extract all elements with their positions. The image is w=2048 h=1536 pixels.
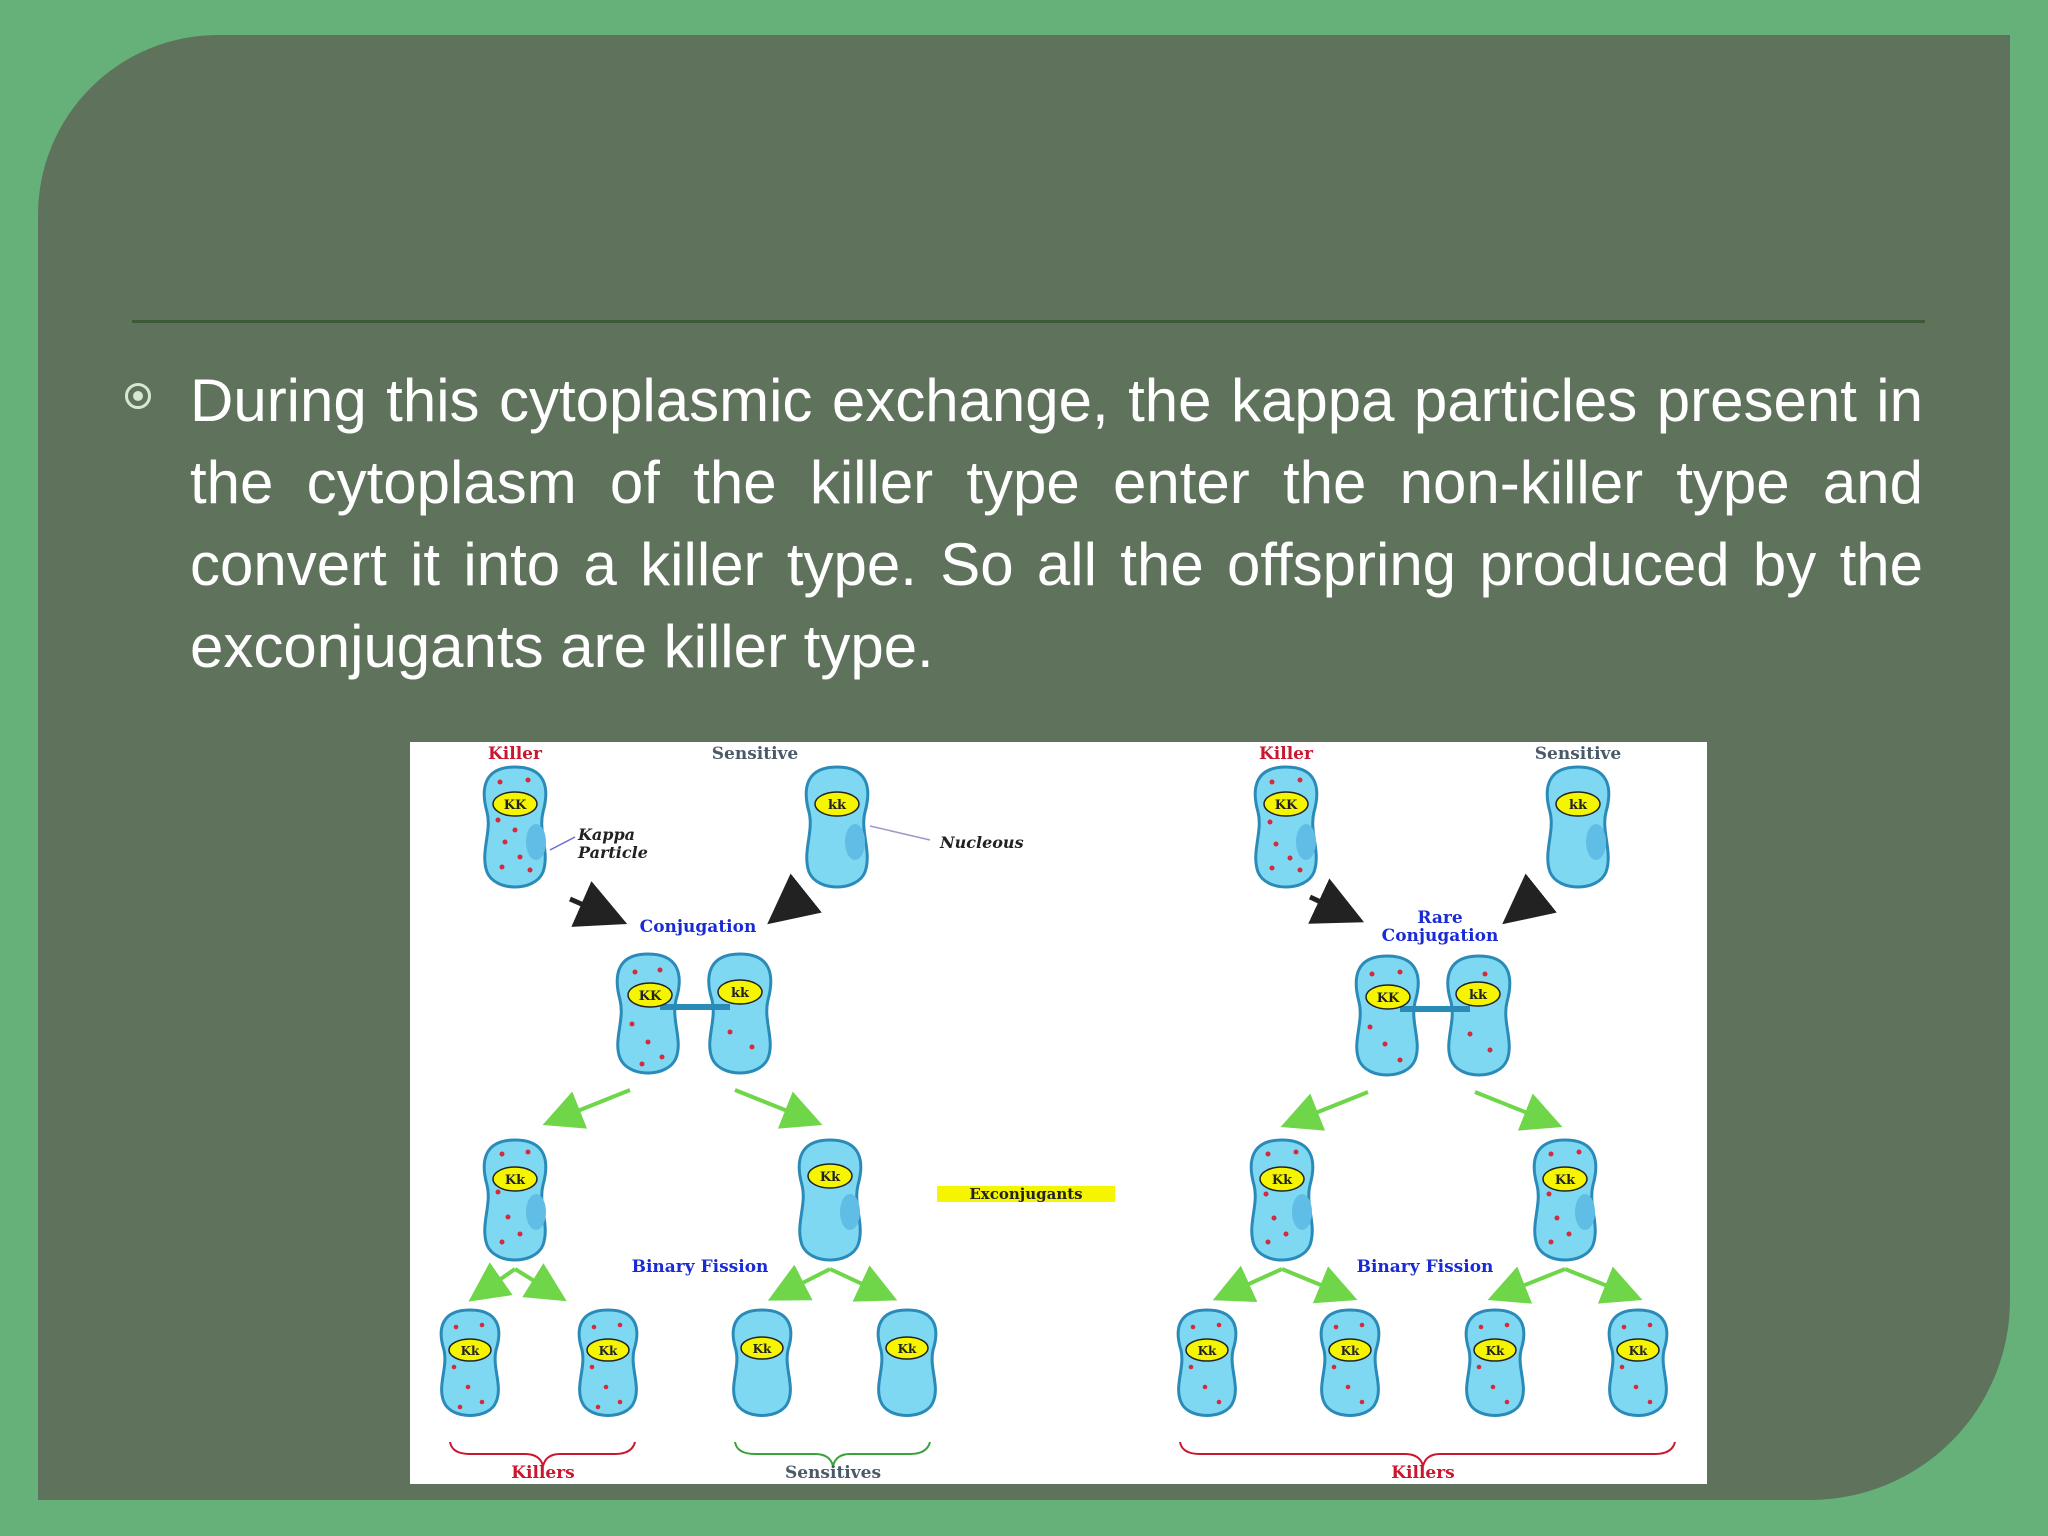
left-offspring-sensitives: Kk Kk [731, 1308, 938, 1417]
title-divider [132, 320, 1925, 323]
genotype-Kk: Kk [505, 1173, 526, 1188]
genotype-Kk: Kk [461, 1344, 480, 1358]
right-killer-cell: KK [1253, 765, 1319, 889]
right-sensitive-cell: kk [1545, 765, 1611, 889]
right-killers-label: Killers [1391, 1463, 1455, 1483]
left-sensitive-cell: kk [804, 765, 870, 889]
genotype-KK: KK [1377, 991, 1400, 1006]
genotype-kk: kk [1469, 988, 1488, 1003]
genotype-kk: kk [1569, 798, 1588, 813]
nucleous-label: Nucleous [939, 833, 1024, 852]
particle-label: Particle [577, 843, 648, 862]
right-exconjugant-killer-1: Kk [1249, 1138, 1315, 1262]
right-conjugating-pair: KK kk [1354, 954, 1512, 1077]
genotype-KK: KK [1275, 798, 1298, 813]
genotype-kk: kk [828, 798, 847, 813]
right-fission-label: Binary Fission [1357, 1257, 1494, 1277]
right-sensitive-label: Sensitive [1535, 744, 1622, 764]
left-killer-label: Killer [488, 744, 543, 764]
genotype-KK: KK [639, 989, 662, 1004]
genotype-Kk: Kk [1629, 1344, 1648, 1358]
genotype-Kk: Kk [820, 1170, 841, 1185]
genotype-Kk: Kk [1486, 1344, 1505, 1358]
genotype-Kk: Kk [599, 1344, 618, 1358]
paramecium-kappa-diagram: Killer Sensitive KK Kappa Particle kk Nu… [410, 742, 1707, 1484]
genotype-KK: KK [504, 798, 527, 813]
right-offspring-killers: Kk Kk Kk Kk [1176, 1308, 1669, 1417]
left-fission-label: Binary Fission [632, 1257, 769, 1277]
left-conjugating-pair: KK kk [615, 952, 773, 1075]
bullet-text: During this cytoplasmic exchange, the ka… [190, 367, 1923, 680]
left-exconjugant-sensitive: Kk [797, 1138, 863, 1262]
left-killers-label: Killers [511, 1463, 575, 1483]
left-sensitive-label: Sensitive [712, 744, 799, 764]
left-offspring-killers: Kk Kk [439, 1308, 639, 1417]
genotype-Kk: Kk [1341, 1344, 1360, 1358]
right-exconjugant-killer-2: Kk [1532, 1138, 1598, 1262]
genotype-Kk: Kk [753, 1342, 772, 1356]
left-exconjugant-killer: Kk [482, 1138, 548, 1262]
left-sensitives-label: Sensitives [785, 1463, 881, 1483]
rare-label: Rare [1417, 908, 1462, 928]
left-conjugation-label: Conjugation [640, 917, 757, 937]
genotype-Kk: Kk [1555, 1173, 1576, 1188]
right-conjugation-label: Conjugation [1382, 926, 1499, 946]
kappa-label: Kappa [577, 825, 635, 844]
bullet-icon [125, 383, 151, 409]
genotype-Kk: Kk [1272, 1173, 1293, 1188]
genotype-kk: kk [731, 986, 750, 1001]
left-killer-cell: KK [482, 765, 548, 889]
genotype-Kk: Kk [1198, 1344, 1217, 1358]
exconjugants-label: Exconjugants [969, 1185, 1082, 1203]
genotype-Kk: Kk [898, 1342, 917, 1356]
right-killer-label: Killer [1259, 744, 1314, 764]
